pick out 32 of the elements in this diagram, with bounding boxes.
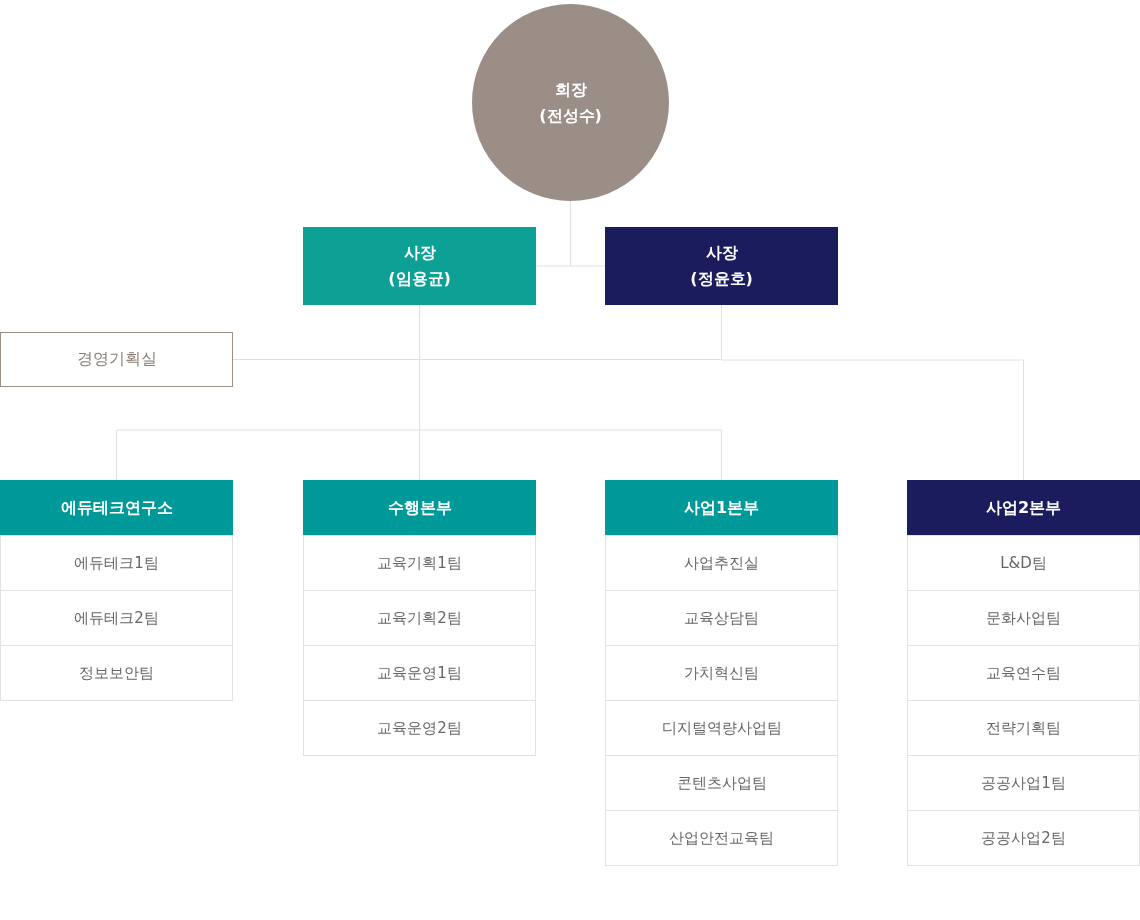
president-box <box>605 227 838 305</box>
division-header: 에듀테크연구소 <box>0 480 233 536</box>
team-cell: 산업안전교육팀 <box>605 810 838 866</box>
team-cell: 교육운영1팀 <box>303 645 536 701</box>
title-text: 사장 <box>705 242 738 264</box>
team-cell: 교육기획2팀 <box>303 590 536 646</box>
team-cell: 공공사업2팀 <box>907 810 1140 866</box>
team-cell: 교육연수팀 <box>907 645 1140 701</box>
team-cell: 교육운영2팀 <box>303 700 536 756</box>
team-cell: 교육상담팀 <box>605 590 838 646</box>
name-text: (임용균) <box>388 268 451 290</box>
team-cell: 공공사업1팀 <box>907 755 1140 811</box>
name-text: (전성수) <box>539 104 602 127</box>
team-cell: 가치혁신팀 <box>605 645 838 701</box>
team-cell: 에듀테크2팀 <box>0 590 233 646</box>
division-header: 사업1본부 <box>605 480 838 536</box>
team-cell: 에듀테크1팀 <box>0 535 233 591</box>
team-cell: 디지털역량사업팀 <box>605 700 838 756</box>
team-cell: 콘텐츠사업팀 <box>605 755 838 811</box>
team-cell: 교육기획1팀 <box>303 535 536 591</box>
team-cell: 전략기획팀 <box>907 700 1140 756</box>
team-cell: L&D팀 <box>907 535 1140 591</box>
division-header: 사업2본부 <box>907 480 1140 536</box>
name-text: (정윤호) <box>690 268 753 290</box>
title-text: 사장 <box>403 242 436 264</box>
president-box <box>303 227 536 305</box>
team-cell: 문화사업팀 <box>907 590 1140 646</box>
division-header: 수행본부 <box>303 480 536 536</box>
title-text: 회장 <box>554 78 587 101</box>
team-cell: 사업추진실 <box>605 535 838 591</box>
office-box: 경영기획실 <box>0 332 233 387</box>
team-cell: 정보보안팀 <box>0 645 233 701</box>
